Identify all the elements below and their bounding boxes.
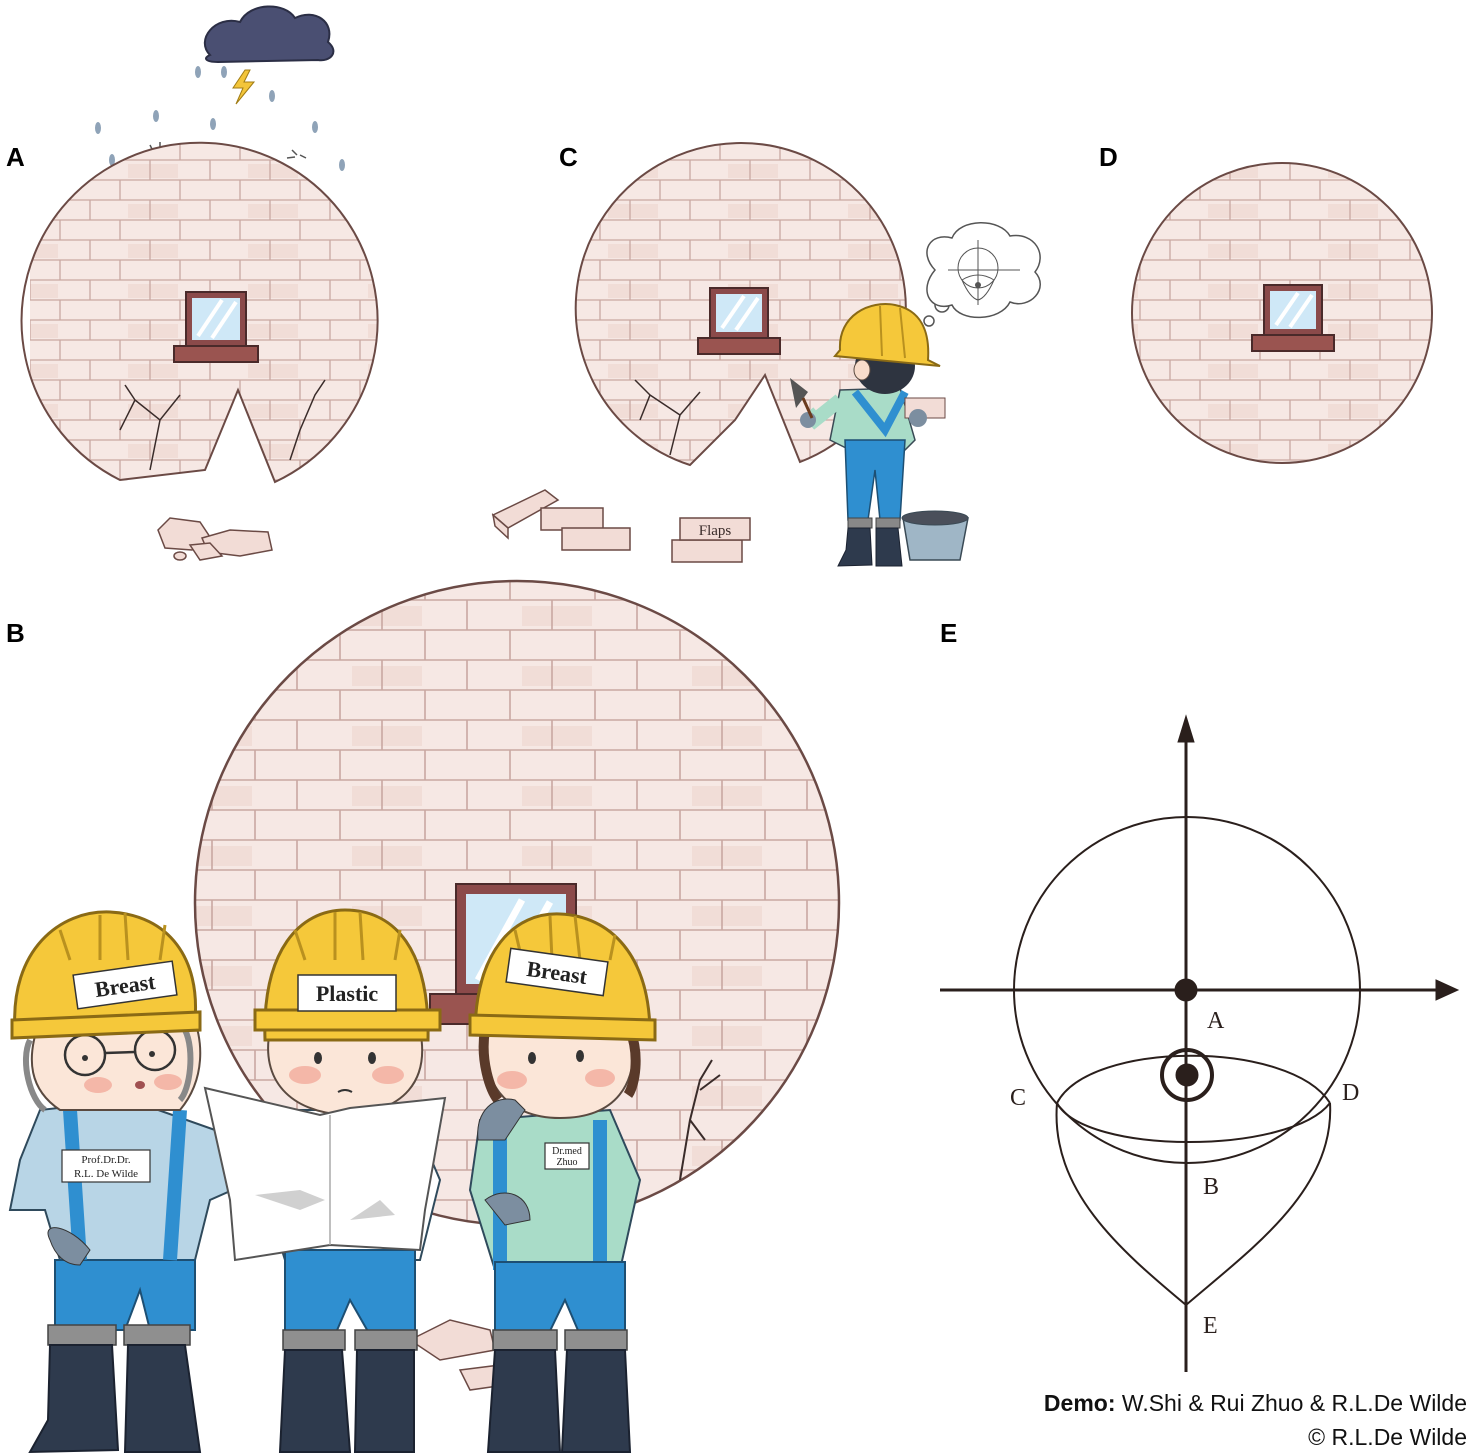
panel-label-d: D <box>1099 142 1118 172</box>
point-label-d: D <box>1342 1080 1359 1106</box>
point-a-dot <box>1174 978 1198 1002</box>
vertical-axis-arrow-icon <box>1177 714 1195 743</box>
panel-b-scene: Breast Prof.Dr.Dr. R.L. De Wilde Plastic <box>8 579 841 1454</box>
worker-right: Breast Dr.med Zhuo <box>468 912 657 1453</box>
lower-arc <box>1056 1054 1331 1104</box>
panel-c-scene: Flaps <box>491 142 1041 567</box>
helmet-label-middle: Plastic <box>316 981 379 1006</box>
panel-label-a: A <box>6 142 25 172</box>
point-label-b: B <box>1203 1174 1219 1200</box>
demo-credit: Demo: W.Shi & Rui Zhuo & R.L.De Wilde <box>1044 1390 1467 1417</box>
large-circle <box>1013 816 1361 1164</box>
badge-right-line2: Zhuo <box>556 1157 577 1168</box>
panel-d-scene <box>1131 162 1433 464</box>
fallen-bricks-a <box>157 517 273 561</box>
worker-middle: Plastic <box>203 908 447 1453</box>
point-label-c: C <box>1010 1085 1026 1111</box>
worker-bricklayer <box>790 303 946 567</box>
storm-cloud-icon <box>203 5 335 64</box>
horizontal-axis-arrow-icon <box>1435 979 1460 1001</box>
thought-bubble <box>923 222 1041 327</box>
window-a <box>173 291 259 363</box>
panel-a-scene <box>20 5 379 561</box>
flaps-label: Flaps <box>699 523 732 539</box>
worker-left: Breast Prof.Dr.Dr. R.L. De Wilde <box>8 910 257 1454</box>
window-d <box>1251 284 1335 352</box>
bucket <box>901 510 969 561</box>
badge-right-line1: Dr.med <box>552 1146 582 1157</box>
teardrop-shape <box>1055 1102 1332 1307</box>
inner-lens <box>1056 1102 1331 1143</box>
demo-label: Demo: <box>1043 1390 1116 1416</box>
target-ring <box>1160 1048 1214 1102</box>
panel-label-c: C <box>559 142 578 172</box>
point-label-e: E <box>1203 1313 1218 1339</box>
flaps-brick: Flaps <box>679 517 751 541</box>
copyright-credit: © R.L.De Wilde <box>1308 1424 1467 1450</box>
panel-label-b: B <box>6 618 25 648</box>
rain-drops <box>95 66 345 171</box>
demo-names: W.Shi & Rui Zhuo & R.L.De Wilde <box>1115 1390 1467 1416</box>
window-c <box>697 287 781 355</box>
badge-left-line2: R.L. De Wilde <box>74 1168 138 1180</box>
target-center-dot <box>1175 1063 1199 1087</box>
badge-left-line1: Prof.Dr.Dr. <box>81 1154 130 1166</box>
bricks-pile-c <box>491 489 743 563</box>
panel-e-diagram <box>940 714 1460 1372</box>
panel-label-e: E <box>940 618 958 648</box>
lightning-icon <box>232 69 256 105</box>
rubble-b <box>408 1319 506 1391</box>
point-label-a: A <box>1207 1008 1225 1034</box>
